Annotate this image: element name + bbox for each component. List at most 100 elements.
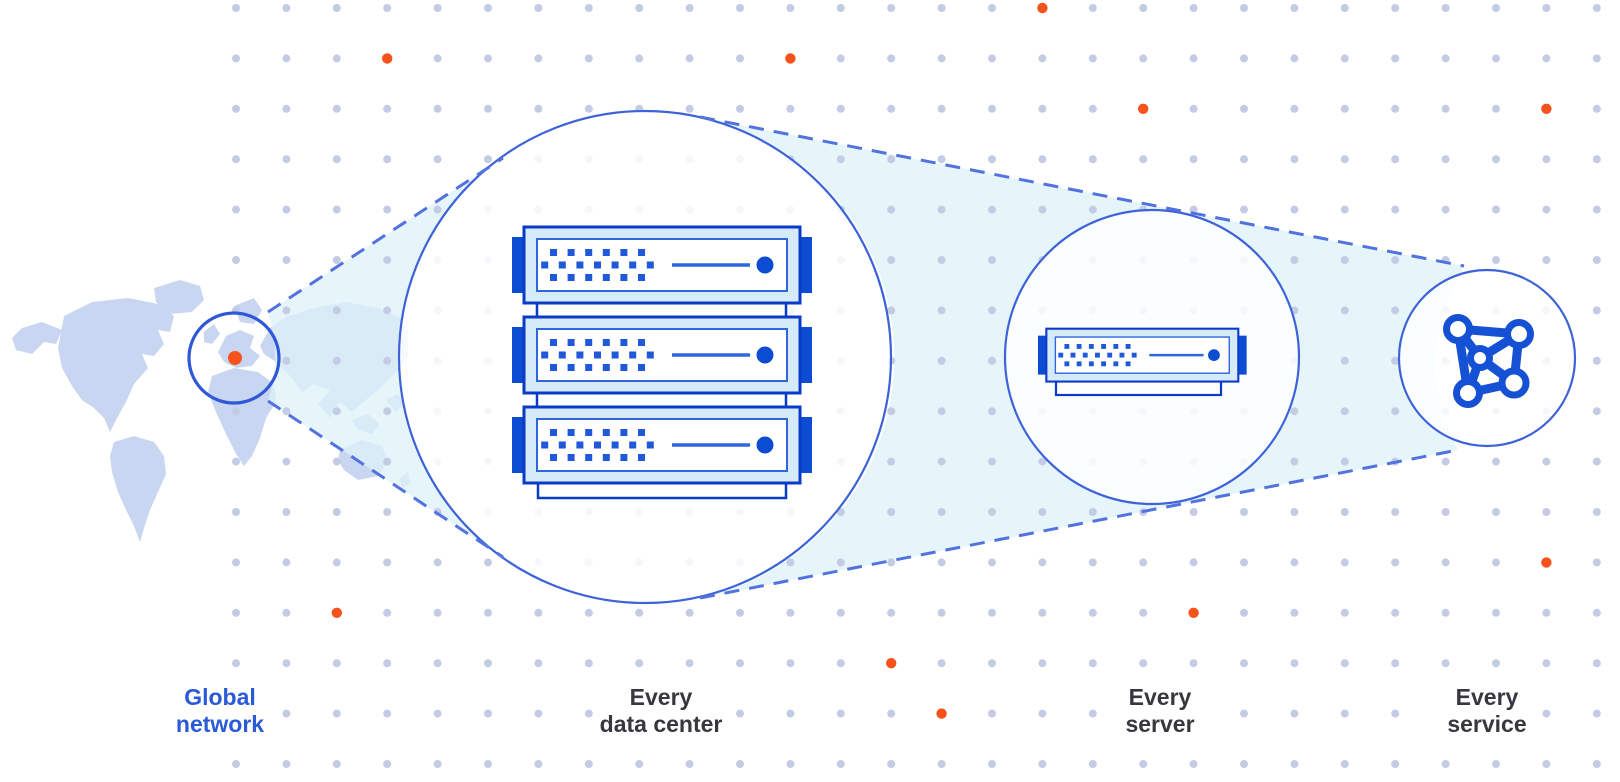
grid-dot [1139,155,1148,164]
grid-dot [988,104,996,113]
grid-dot [383,709,392,718]
grid-dot [1088,659,1097,668]
grid-dot [232,54,240,63]
grid-dot [1592,306,1601,315]
grid-dot [937,508,946,516]
grid-dot [887,4,896,12]
grid-dot [937,205,946,214]
grid-dot [887,760,896,768]
grid-dot [937,608,946,617]
orange-dot [936,708,947,719]
grid-dot [937,155,946,164]
grid-dot [1592,205,1601,214]
grid-dot [887,306,896,315]
grid-dot [1290,608,1299,617]
caption-line: network [175,711,265,737]
grid-dot [1189,155,1198,164]
grid-dot [1189,659,1198,668]
grid-dot [484,104,492,113]
magnifier-circle-icon [187,311,281,405]
grid-dot [937,407,946,416]
grid-dot [1592,407,1601,416]
grid-dot [685,608,694,617]
grid-dot [534,54,543,63]
grid-dot [534,709,543,718]
grid-dot [1240,4,1248,12]
grid-dot [484,4,492,12]
grid-dot [1139,558,1148,567]
grid-dot [383,205,392,214]
grid-dot [1340,407,1349,416]
grid-dot [584,709,593,718]
grid-dot [1189,760,1198,768]
zoom-dashed-lines [267,115,1465,600]
grid-dot [1290,205,1299,214]
orange-dot [1188,607,1199,618]
grid-dot [1240,558,1248,567]
grid-dot [232,407,240,416]
grid-dot [635,54,644,63]
grid-dot [1038,457,1047,466]
grid-dot [937,558,946,567]
grid-dot [988,54,996,63]
grid-dot [1340,256,1349,264]
grid-dot [433,4,442,12]
grid-dot [1391,709,1400,718]
grid-dot [887,205,896,214]
grid-dot [1492,256,1500,264]
grid-dot [635,608,644,617]
grid-dot [1441,760,1450,768]
grid-dot [383,760,392,768]
grid-dot [1592,709,1601,718]
grid-dot [887,558,896,567]
grid-dot [1038,709,1047,718]
grid-dot [534,608,543,617]
grid-dot [1290,256,1299,264]
grid-dot [1441,558,1450,567]
grid-dot [988,256,996,264]
grid-dot [736,4,744,12]
caption-every-data-center: Every data center [600,684,723,738]
grid-dot [1088,104,1097,113]
grid-dot [937,4,946,12]
grid-dot [1038,608,1047,617]
grid-dot [1592,508,1601,516]
grid-dot [1492,760,1500,768]
grid-dot [836,155,845,164]
grid-dot [786,659,795,668]
grid-dot [685,104,694,113]
grid-dot [332,659,341,668]
grid-dot [383,659,392,668]
grid-dot [1391,54,1400,63]
grid-dot [1391,205,1400,214]
grid-dot [484,608,492,617]
grid-dot [1088,155,1097,164]
grid-dot [332,558,341,567]
caption-line: Every [1455,684,1519,710]
grid-dot [282,155,291,164]
grid-dot [282,608,291,617]
grid-dot [988,407,996,416]
grid-dot [383,155,392,164]
grid-dot [1038,205,1047,214]
grid-dot [1189,104,1198,113]
grid-dot [1139,608,1148,617]
grid-dot [1088,558,1097,567]
grid-dot [282,659,291,668]
grid-dot [1340,155,1349,164]
grid-dot [988,709,996,718]
grid-dot [232,104,240,113]
grid-dot [1340,356,1349,365]
grid-dot [1340,4,1349,12]
grid-dot [383,608,392,617]
grid-dot [232,457,240,466]
orange-dot [1541,103,1552,115]
grid-dot [937,306,946,315]
grid-dot [1492,54,1500,63]
grid-dot [1592,659,1601,668]
grid-dot [1441,659,1450,668]
grid-dot [232,205,240,214]
grid-dot [1391,558,1400,567]
grid-dot [736,104,744,113]
